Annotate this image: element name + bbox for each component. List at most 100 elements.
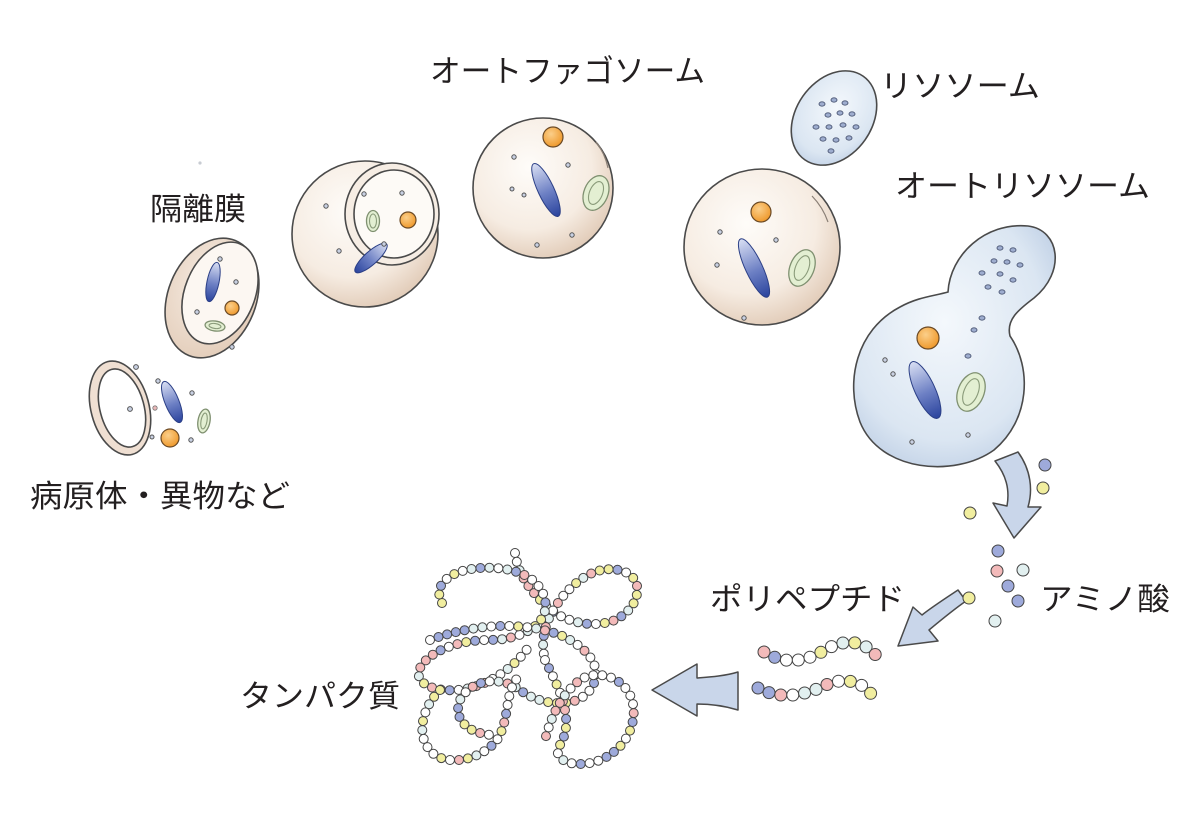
label-autophagosome: オートファゴソーム <box>430 54 705 90</box>
protein-amino-acid-bead <box>453 703 464 714</box>
orange-organelle <box>399 211 417 229</box>
protein-amino-acid-bead <box>505 632 516 643</box>
amino-acid <box>1001 579 1015 593</box>
protein-amino-acid-bead <box>539 606 550 617</box>
enzyme-granule <box>839 122 847 128</box>
amino-acid <box>1016 563 1030 577</box>
protein-amino-acid-bead <box>550 705 561 716</box>
protein-amino-acid-bead <box>459 625 470 636</box>
small-vesicle <box>741 315 747 321</box>
protein-amino-acid-bead <box>459 719 470 730</box>
orange-organelle <box>224 300 240 316</box>
polypeptide-bead <box>820 678 834 691</box>
protein-amino-acid-bead <box>575 759 586 769</box>
amino-acid <box>1011 594 1025 608</box>
protein-amino-acid-bead <box>584 758 595 769</box>
protein-amino-acid-bead <box>419 678 429 689</box>
enzyme-granule <box>996 245 1004 251</box>
enzyme-granule <box>836 110 844 116</box>
orange-organelle <box>160 428 180 448</box>
protein-amino-acid-bead <box>492 734 503 745</box>
polypeptide-bead <box>798 686 812 700</box>
polypeptide-bead <box>868 648 882 661</box>
polypeptide-bead <box>762 686 776 700</box>
enzyme-granule <box>841 100 849 106</box>
protein-amino-acid-bead <box>493 676 504 687</box>
small-vesicle <box>509 186 515 192</box>
protein-amino-acid-bead <box>499 717 510 728</box>
enzyme-granule <box>832 137 840 143</box>
isolation-membrane-inner <box>181 241 259 345</box>
protein-amino-acid-bead <box>511 674 522 685</box>
enzyme-granule <box>818 101 826 107</box>
protein-amino-acid-bead <box>462 753 473 764</box>
protein-amino-acid-bead <box>531 623 542 634</box>
protein-amino-acid-bead <box>496 726 507 737</box>
protein-amino-acid-bead <box>536 614 547 625</box>
stray-dot <box>198 161 202 165</box>
small-vesicle <box>233 279 239 285</box>
amino-acids <box>962 458 1052 628</box>
small-vesicle <box>565 162 571 168</box>
small-vesicle <box>534 242 540 248</box>
protein-amino-acid-bead <box>564 614 575 625</box>
protein-amino-acid-bead <box>507 682 517 693</box>
amino-acid <box>1036 481 1050 495</box>
enzyme-granule <box>1009 277 1017 283</box>
label-autolysosome: オートリソソーム <box>895 169 1150 205</box>
protein-amino-acid-bead <box>513 621 524 632</box>
protein-amino-acid-bead <box>543 697 554 708</box>
protein-amino-acid-bead <box>578 572 589 583</box>
protein-amino-acid-bead <box>435 645 446 656</box>
protein-amino-acid-bead <box>593 755 604 766</box>
blue-organelle <box>161 380 183 424</box>
protein-amino-acid-bead <box>417 725 428 736</box>
label-amino-acids: アミノ酸 <box>1040 582 1170 618</box>
green-organelle-inner <box>587 181 605 205</box>
green-organelle-inner <box>208 322 222 330</box>
small-vesicle <box>155 378 161 384</box>
protein-amino-acid-bead <box>443 641 454 652</box>
protein-amino-acid-bead <box>552 748 563 759</box>
protein-amino-acid-bead <box>573 617 583 628</box>
small-vesicle <box>717 229 723 235</box>
autolysosome-membrane <box>852 224 1057 468</box>
label-protein: タンパク質 <box>240 679 400 715</box>
enzyme-granule <box>848 111 856 117</box>
polypeptide-bead <box>836 636 850 650</box>
pathogen-group <box>88 360 211 456</box>
protein-amino-acid-bead <box>486 621 497 632</box>
membrane-highlight <box>811 195 829 223</box>
green-organelle-inner <box>368 213 378 229</box>
protein-amino-acid-bead <box>620 683 631 693</box>
small-vesicle <box>194 309 200 315</box>
isolation-membrane <box>164 237 260 359</box>
green-organelle-inner <box>962 378 980 406</box>
protein-amino-acid-bead <box>558 590 569 601</box>
protein-amino-acid-bead <box>561 713 572 724</box>
enzyme-granule <box>824 112 832 118</box>
protein-amino-acid-bead <box>504 691 515 702</box>
membrane-highlight <box>595 141 609 169</box>
protein-amino-acid-bead <box>558 755 569 766</box>
protein-amino-acid-bead <box>484 676 495 687</box>
enzyme-granule <box>970 327 978 333</box>
protein-amino-acid-bead <box>518 687 529 698</box>
protein <box>413 548 642 769</box>
protein-amino-acid-bead <box>501 708 512 719</box>
protein-amino-acid-bead <box>544 663 554 674</box>
protein-amino-acid-bead <box>445 755 455 765</box>
blue-organelle <box>737 238 771 298</box>
protein-amino-acid-bead <box>470 635 481 646</box>
green-organelle <box>956 372 986 412</box>
protein-amino-acid-bead <box>437 598 447 608</box>
arrow-to-protein <box>651 663 739 717</box>
small-vesicle <box>229 344 235 350</box>
protein-amino-acid-bead <box>527 574 538 585</box>
protein-amino-acid-bead <box>628 572 639 583</box>
protein-beads <box>413 548 642 769</box>
protein-amino-acid-bead <box>555 739 566 750</box>
label-lysosome: リソソーム <box>880 69 1040 105</box>
protein-amino-acid-bead <box>502 699 513 710</box>
